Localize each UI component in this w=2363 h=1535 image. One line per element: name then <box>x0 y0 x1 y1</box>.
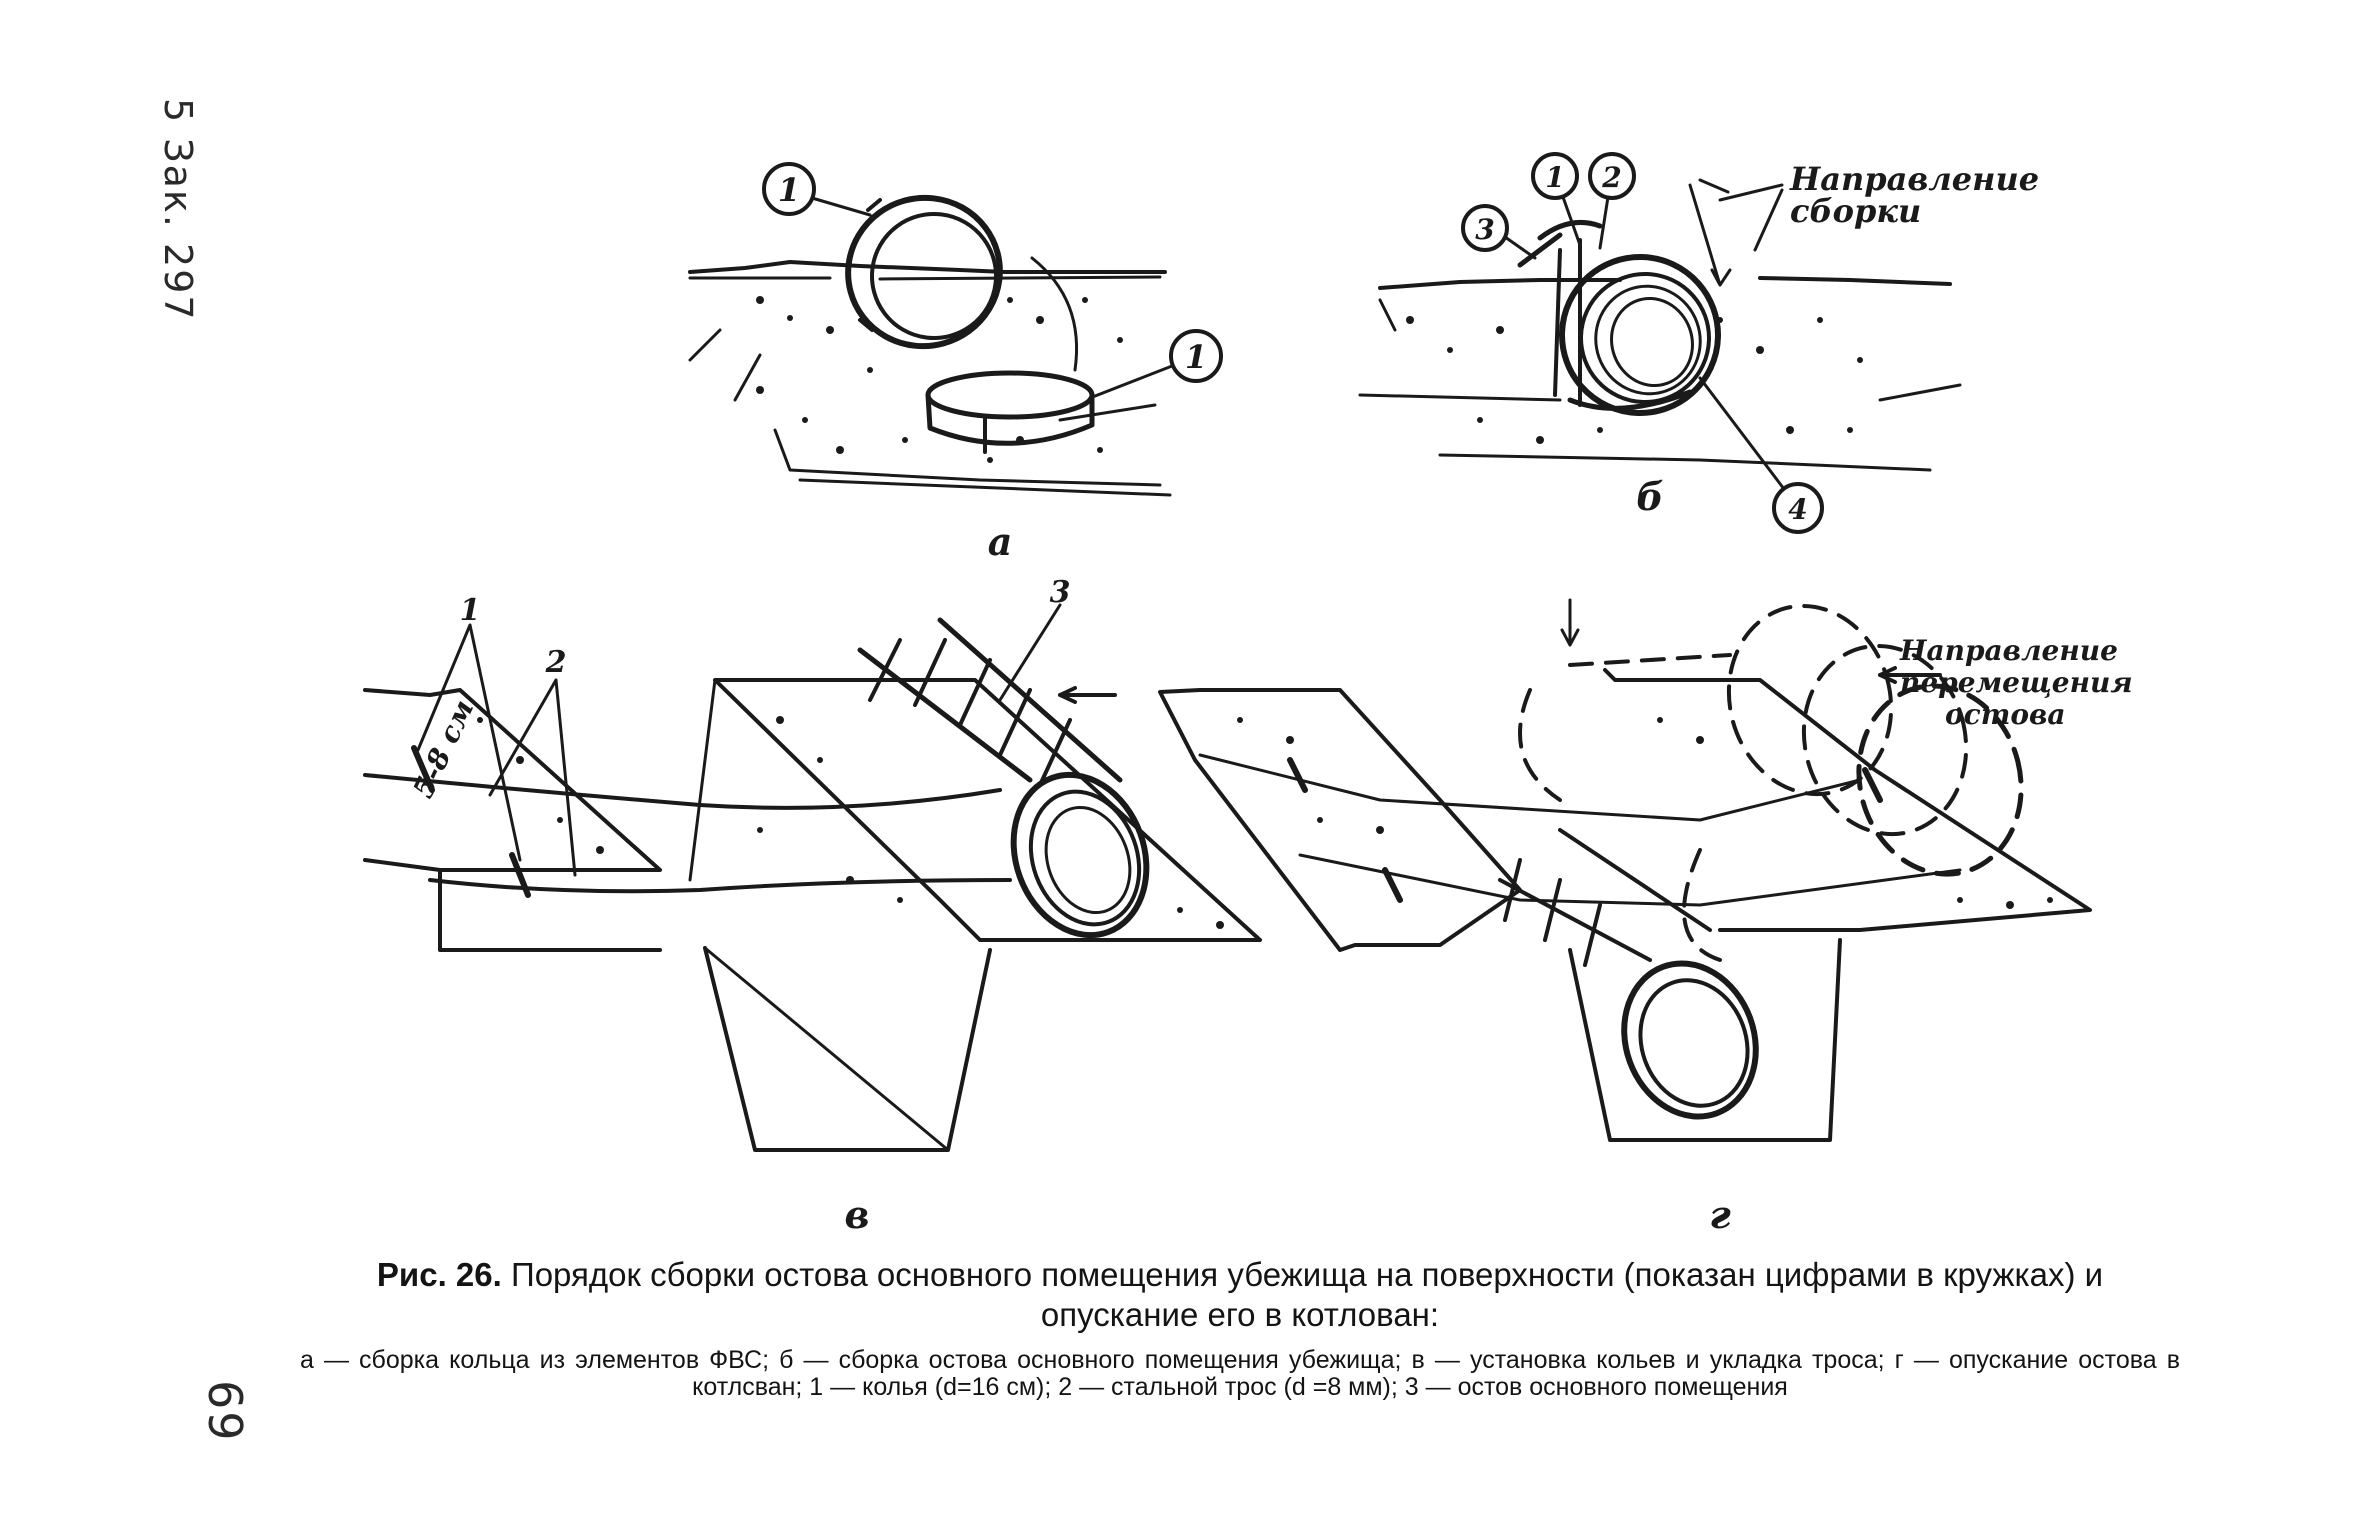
panel-a-callout-1b: 1 <box>1185 338 1207 376</box>
panel-v-callout-3: 3 <box>1050 575 1071 610</box>
caption-legend: а — сборка кольца из элементов ФВС; б — … <box>300 1346 2180 1401</box>
panel-v-label: в <box>845 1192 870 1237</box>
panel-v-callout-2: 2 <box>545 645 567 680</box>
caption-title-text: Порядок сборки остова основного помещени… <box>510 1256 2104 1333</box>
panel-b-callout-4: 4 <box>1788 493 1807 526</box>
panel-b-drawing <box>1358 152 1962 534</box>
caption-title: Рис. 26. Порядок сборки остова основного… <box>300 1255 2180 1335</box>
panel-a-drawing <box>688 162 1223 497</box>
panel-v-drawing <box>363 603 1262 1152</box>
panel-b-direction-line2: сборки <box>1790 192 1921 230</box>
panel-a-label: а <box>988 519 1013 564</box>
panel-b-label: б <box>1636 474 1663 519</box>
panel-a-callout-1: 1 <box>778 171 800 209</box>
panel-b-callout-3: 3 <box>1475 213 1494 246</box>
panel-b-direction-line1: Направление <box>1789 160 2039 198</box>
panel-g-drawing <box>1158 598 2092 1142</box>
panel-v-callout-1: 1 <box>460 593 481 628</box>
panel-g-direction-line2: перемещения <box>1900 666 2133 699</box>
panel-g-label: г <box>1709 1192 1730 1237</box>
panel-b-callout-2: 2 <box>1601 161 1621 194</box>
panel-g-direction-line3: остова <box>1945 698 2066 731</box>
panel-b-callout-1: 1 <box>1545 161 1564 194</box>
figure-caption: Рис. 26. Порядок сборки остова основного… <box>300 1255 2180 1401</box>
caption-fig-label: Рис. 26. <box>376 1256 502 1293</box>
panel-g-direction-line1: Направление <box>1899 634 2118 667</box>
